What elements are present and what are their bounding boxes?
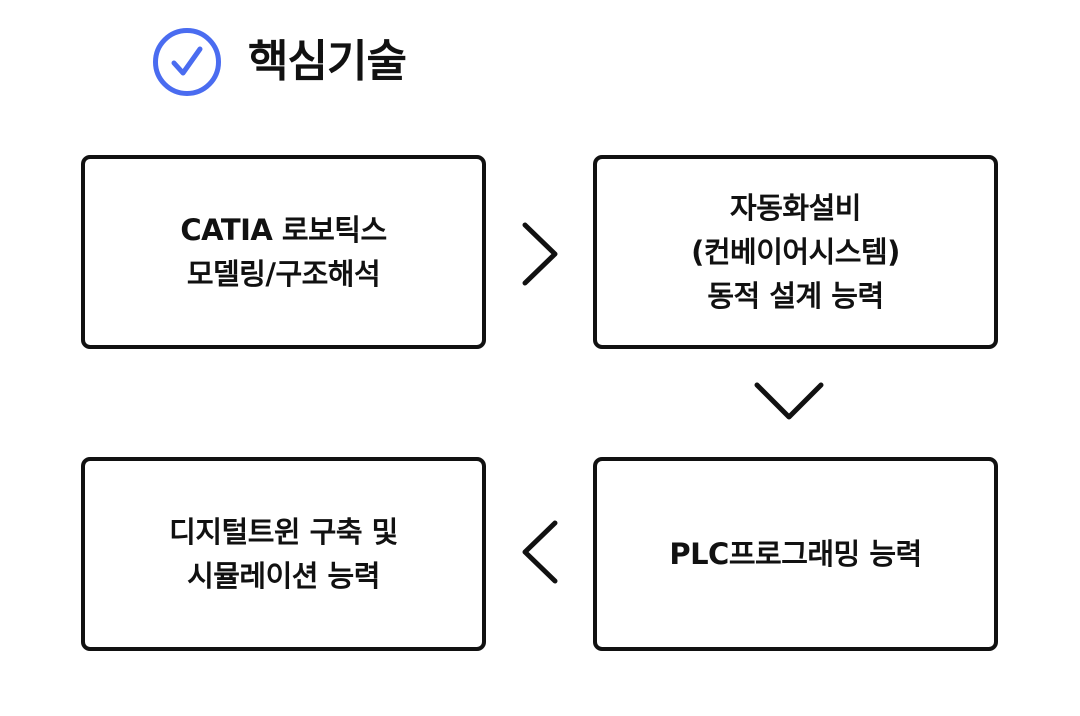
step-label-line: 디지털트윈 구축 및 — [169, 515, 398, 549]
step-label-line: CATIA 로보틱스 — [180, 213, 387, 247]
flow-step-plc-programming: PLC프로그래밍 능력 — [593, 457, 998, 651]
step-label-line: PLC프로그래밍 능력 — [669, 537, 922, 571]
step-label-line: (컨베이어시스템) — [691, 235, 900, 269]
step-label-line: 모델링/구조해석 — [186, 257, 381, 291]
chevron-down-icon — [754, 382, 824, 420]
flow-step-catia-modeling: CATIA 로보틱스 모델링/구조해석 — [81, 155, 486, 349]
check-circle-icon — [153, 28, 221, 96]
flow-step-digital-twin: 디지털트윈 구축 및 시뮬레이션 능력 — [81, 457, 486, 651]
chevron-left-icon — [522, 520, 558, 584]
step-label-line: 시뮬레이션 능력 — [187, 559, 380, 593]
flow-step-automation-design: 자동화설비 (컨베이어시스템) 동적 설계 능력 — [593, 155, 998, 349]
section-header: 핵심기술 — [152, 27, 407, 97]
step-label-line: 동적 설계 능력 — [707, 279, 884, 313]
step-label-line: 자동화설비 — [730, 191, 861, 225]
section-title: 핵심기술 — [248, 36, 407, 87]
chevron-right-icon — [522, 222, 558, 286]
